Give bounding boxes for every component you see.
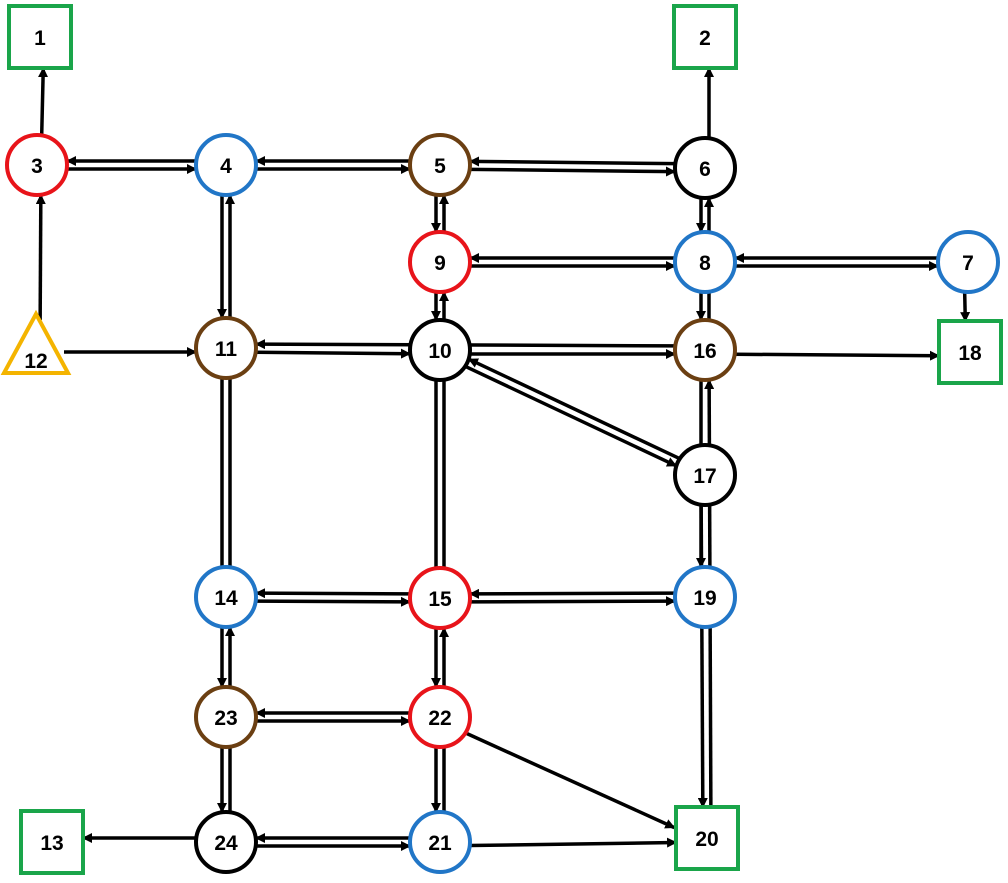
node-7[interactable]: 7 [936,230,1000,294]
node-19-label: 19 [693,587,716,610]
node-18[interactable]: 18 [937,319,1003,385]
node-6-label: 6 [699,158,711,181]
edge-11-to-10 [255,348,411,359]
edge-5-to-6 [469,166,676,177]
node-5[interactable]: 5 [408,133,472,197]
node-22[interactable]: 22 [408,685,472,749]
node-10-label: 10 [428,340,451,363]
edge-6-to-5 [469,156,676,167]
node-19[interactable]: 19 [673,565,737,629]
node-5-label: 5 [434,155,446,178]
node-8[interactable]: 8 [673,230,737,294]
node-11-circle [194,316,258,380]
edge-12-to-3 [35,194,46,321]
node-23[interactable]: 23 [194,685,258,749]
node-16[interactable]: 16 [673,318,737,382]
node-9-label: 9 [434,252,446,275]
node-18-square [937,319,1003,385]
edge-14-to-15 [255,596,411,607]
node-22-label: 22 [428,707,451,730]
edge-10-to-17 [464,364,678,468]
node-22-circle [408,685,472,749]
node-7-circle [936,230,1000,294]
node-21[interactable]: 21 [408,810,472,874]
node-24-label: 24 [214,832,238,855]
node-2[interactable]: 2 [672,4,738,70]
node-9-circle [408,230,472,294]
node-15[interactable]: 15 [408,566,472,630]
edge-21-to-20 [470,837,678,848]
node-16-circle [673,318,737,382]
edge-16-to-18 [734,350,940,361]
node-6[interactable]: 6 [673,136,737,200]
edge-15-to-19 [470,596,677,607]
node-14-label: 14 [214,587,238,610]
edge-7-to-18 [960,292,971,323]
node-1[interactable]: 1 [7,4,73,70]
edge-17-to-20 [697,505,708,809]
node-10[interactable]: 10 [408,318,472,382]
edge-19-to-15 [468,588,675,599]
node-10-circle [408,318,472,382]
node-12[interactable]: 12 [0,309,72,375]
node-6-circle [673,136,737,200]
node-13[interactable]: 13 [19,809,85,875]
node-15-circle [408,566,472,630]
node-3-circle [5,133,69,197]
node-4-circle [194,133,258,197]
node-16-label: 16 [693,340,716,363]
node-11-label: 11 [215,338,238,361]
node-2-label: 2 [699,27,711,50]
node-20[interactable]: 20 [674,805,740,871]
node-11[interactable]: 11 [194,316,258,380]
node-8-label: 8 [699,252,711,275]
node-23-label: 23 [214,707,237,730]
node-3[interactable]: 3 [5,133,69,197]
edge-3-to-1 [38,67,49,136]
node-14[interactable]: 14 [194,565,258,629]
node-4[interactable]: 4 [194,133,258,197]
node-21-circle [408,810,472,874]
edge-22-to-20 [464,731,676,830]
node-17-label: 17 [693,465,716,488]
node-4-label: 4 [220,155,232,178]
node-8-circle [673,230,737,294]
node-24[interactable]: 24 [194,810,258,874]
node-17-circle [673,443,737,507]
node-2-square [672,4,738,70]
node-13-square [19,809,85,875]
edge-17-to-10 [467,357,681,461]
edge-15-to-14 [255,588,411,599]
node-21-label: 21 [428,832,452,855]
node-14-circle [194,565,258,629]
node-3-label: 3 [31,155,43,178]
node-12-triangle [0,309,72,375]
node-15-label: 15 [428,588,452,611]
node-1-label: 1 [34,27,46,50]
node-18-label: 18 [958,342,982,365]
node-7-label: 7 [962,252,974,275]
edges-layer [35,67,971,851]
node-20-label: 20 [695,828,718,851]
node-12-label: 12 [24,350,47,373]
node-20-square [674,805,740,871]
node-19-circle [673,565,737,629]
node-9[interactable]: 9 [408,230,472,294]
node-5-circle [408,133,472,197]
node-1-square [7,4,73,70]
node-24-circle [194,810,258,874]
node-13-label: 13 [40,832,63,855]
node-23-circle [194,685,258,749]
node-17[interactable]: 17 [673,443,737,507]
